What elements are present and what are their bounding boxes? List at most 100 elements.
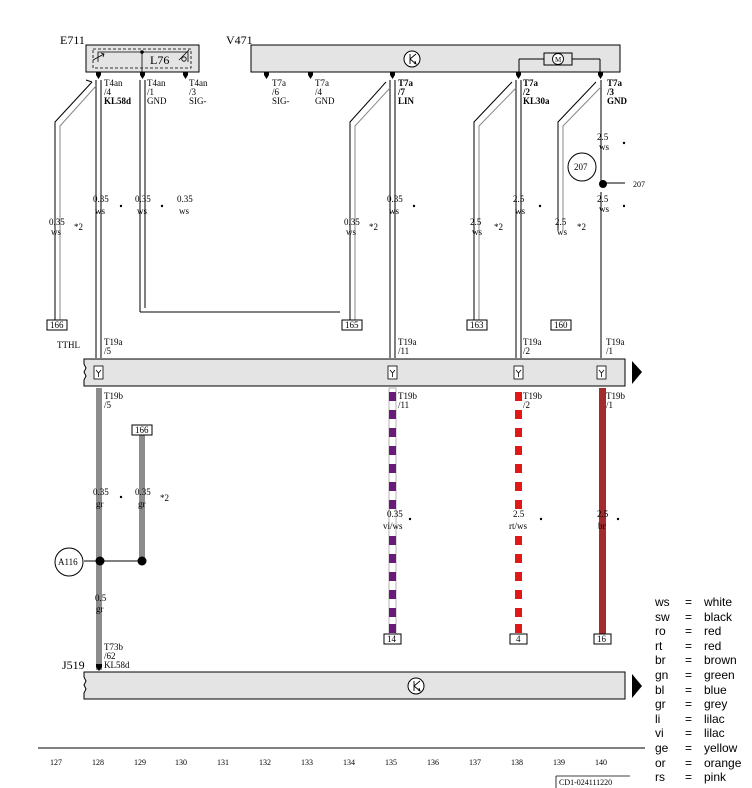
svg-text:T4an: T4an <box>189 78 208 88</box>
svg-text:0.35: 0.35 <box>387 509 403 519</box>
wire-label-128: 0.35 ws <box>93 194 123 216</box>
box-14: 14 <box>383 633 402 645</box>
svg-text:T19a: T19a <box>523 337 542 347</box>
svg-text:/4: /4 <box>104 87 112 97</box>
legend-row: rt=red <box>655 638 722 653</box>
pin-label-t73b-62: T73b /62 KL58d <box>104 642 130 670</box>
svg-text:132: 132 <box>259 758 271 767</box>
wire-label-134: 0.35 ws *2 <box>344 217 378 237</box>
box-166: 166 <box>46 319 68 331</box>
svg-text:CD1-024111220: CD1-024111220 <box>559 778 612 787</box>
svg-text:/3: /3 <box>189 87 197 97</box>
svg-text:/1: /1 <box>606 400 613 410</box>
wire-label-gr-128: 0.35 gr <box>93 487 123 509</box>
svg-text:T7a: T7a <box>398 78 414 88</box>
wire-label-vi-ws-135: 0.35 vi/ws <box>383 509 412 531</box>
svg-text:163: 163 <box>470 320 484 330</box>
svg-text:207: 207 <box>574 162 588 172</box>
svg-text:T19a: T19a <box>104 337 123 347</box>
svg-text:2.5: 2.5 <box>597 132 609 142</box>
svg-text:/4: /4 <box>315 87 323 97</box>
svg-text:131: 131 <box>217 758 229 767</box>
svg-text:133: 133 <box>301 758 313 767</box>
pin-label-t19a-1: T19a /1 <box>606 337 625 356</box>
svg-text:gr: gr <box>96 499 104 509</box>
svg-text:GND: GND <box>147 96 167 106</box>
svg-text:139: 139 <box>553 758 565 767</box>
svg-text:gr: gr <box>138 499 146 509</box>
svg-text:/11: /11 <box>398 400 409 410</box>
svg-text:160: 160 <box>554 320 568 330</box>
svg-text:0.35: 0.35 <box>177 194 193 204</box>
svg-text:/6: /6 <box>272 87 280 97</box>
svg-text:165: 165 <box>345 320 359 330</box>
svg-text:0.35: 0.35 <box>344 217 360 227</box>
pin-label-t7a-6: T7a /6 SIG- <box>272 78 290 106</box>
svg-text:M: M <box>555 56 562 64</box>
svg-text:2.5: 2.5 <box>597 194 609 204</box>
svg-text:128: 128 <box>92 758 104 767</box>
svg-text:SIG-: SIG- <box>272 96 290 106</box>
pin-label-t19b-5: T19b /5 <box>104 391 123 410</box>
wire-label-135: 0.35 ws <box>387 194 416 216</box>
pin-markers-top <box>96 72 603 79</box>
svg-text:0.35: 0.35 <box>93 194 109 204</box>
svg-text:0.5: 0.5 <box>95 593 107 603</box>
pin-label-t4an-4: T4an /4 KL58d <box>104 78 131 106</box>
legend-row: ws=white <box>655 595 733 609</box>
svg-text:2.5: 2.5 <box>597 509 609 519</box>
svg-text:*2: *2 <box>74 222 83 232</box>
label-tthl: TTHL <box>57 340 80 350</box>
wire-label-127: 0.35 ws *2 <box>49 217 83 237</box>
legend-row: li=lilac <box>655 711 725 726</box>
svg-text:137: 137 <box>469 758 481 767</box>
svg-text:134: 134 <box>343 758 355 767</box>
wire-label-139: 2.5 ws *2 <box>555 217 586 237</box>
svg-text:T4an: T4an <box>147 78 166 88</box>
pin-label-t19b-2: T19b /2 <box>523 391 542 410</box>
svg-text:/1: /1 <box>147 87 154 97</box>
box-166-bottom: 166 <box>131 424 153 436</box>
svg-text:T19b: T19b <box>104 391 123 401</box>
svg-text:0.35: 0.35 <box>135 194 151 204</box>
svg-text:KL30a: KL30a <box>523 96 550 106</box>
label-l76: L76 <box>150 53 169 67</box>
box-16: 16 <box>593 633 612 645</box>
svg-text:ws: ws <box>599 204 609 214</box>
wire-label-br-140: 2.5 br <box>597 509 620 531</box>
svg-text:130: 130 <box>175 758 187 767</box>
svg-text:ws: ws <box>137 206 147 216</box>
svg-text:T19a: T19a <box>398 337 417 347</box>
svg-text:ws: ws <box>346 227 356 237</box>
box-163: 163 <box>466 319 488 331</box>
svg-text:GND: GND <box>315 96 335 106</box>
svg-text:KL58d: KL58d <box>104 96 131 106</box>
box-165: 165 <box>341 319 363 331</box>
svg-text:/7: /7 <box>397 87 406 97</box>
svg-text:/11: /11 <box>398 346 409 356</box>
box-160: 160 <box>550 319 572 331</box>
svg-text:ws: ws <box>472 227 482 237</box>
svg-text:T19b: T19b <box>398 391 417 401</box>
svg-text:T19b: T19b <box>606 391 625 401</box>
wire-gr-129 <box>139 435 145 561</box>
svg-text:127: 127 <box>50 758 62 767</box>
svg-text:ws: ws <box>389 206 399 216</box>
legend-row: or=orange <box>655 755 742 770</box>
svg-text:14: 14 <box>387 634 397 644</box>
svg-text:vi/ws: vi/ws <box>383 521 403 531</box>
svg-text:T4an: T4an <box>104 78 123 88</box>
label-j519: J519 <box>62 658 85 672</box>
svg-text:/62: /62 <box>104 651 116 661</box>
pin-label-t19a-11: T19a /11 <box>398 337 417 356</box>
svg-text:4: 4 <box>516 634 521 644</box>
svg-text:ws: ws <box>179 206 189 216</box>
wire-label-137: 2.5 ws *2 <box>470 217 503 237</box>
component-e711 <box>85 44 200 73</box>
label-e711: E711 <box>60 33 85 47</box>
svg-text:136: 136 <box>427 758 439 767</box>
pin-label-t4an-3: T4an /3 SIG- <box>189 78 208 106</box>
svg-text:ws: ws <box>51 227 61 237</box>
wire-label-gr-128-lower: 0.5 gr <box>95 593 107 614</box>
